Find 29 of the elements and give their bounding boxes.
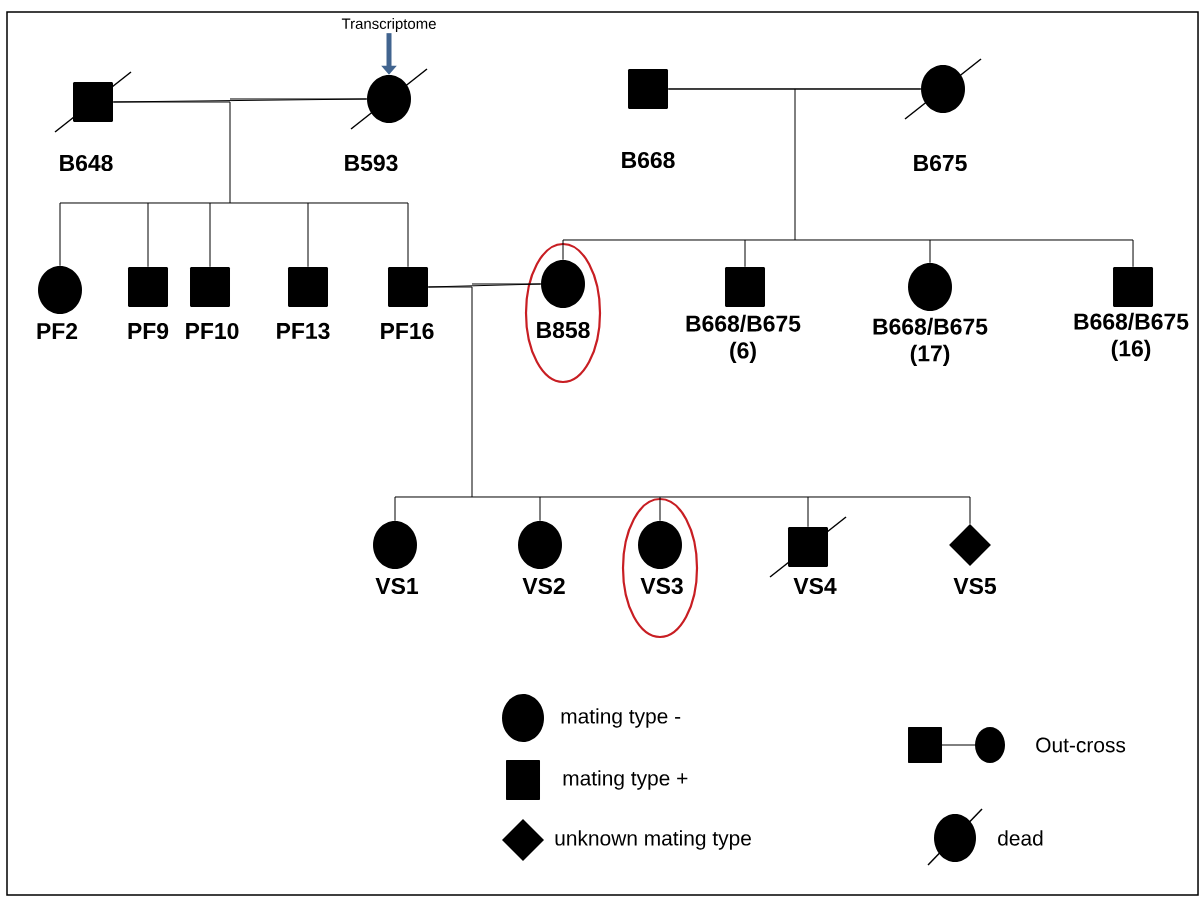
legend-label: mating type -: [561, 708, 681, 728]
highlight-ellipse: [621, 497, 699, 639]
descent-line: [562, 88, 1134, 268]
individual-label: PF2: [37, 323, 78, 339]
descent-line: [394, 283, 971, 528]
individual-label: B668: [622, 151, 675, 169]
individual-label: VS2: [522, 577, 565, 595]
legend-label: unknown mating type: [555, 830, 751, 850]
individual-label: PF16: [381, 322, 434, 340]
individual-label: B668/B675 (16): [1074, 312, 1189, 362]
individual-label: B648: [60, 154, 113, 172]
node-label: Transcriptome: [341, 18, 436, 32]
individual-label: B593: [345, 154, 398, 172]
individual-label: B668/B675 (6): [686, 314, 801, 364]
individual-label: B675: [914, 154, 967, 172]
individual-label: VS5: [953, 577, 997, 595]
individual-label: PF13: [277, 322, 330, 340]
legend-label: Out-cross: [1036, 737, 1126, 753]
individual-label: B668/B675 (17): [873, 317, 988, 367]
individual-label: PF9: [128, 322, 169, 340]
individual-label: VS3: [640, 577, 683, 595]
individual-label: PF10: [186, 322, 239, 340]
legend-label: dead: [998, 830, 1043, 846]
descent-line: [59, 98, 409, 268]
individual-label: VS1: [375, 577, 419, 595]
highlight-ellipse: [524, 242, 602, 384]
individual-label: VS4: [793, 577, 837, 595]
legend-label: mating type +: [563, 770, 688, 790]
individual-label: B858: [537, 321, 590, 339]
